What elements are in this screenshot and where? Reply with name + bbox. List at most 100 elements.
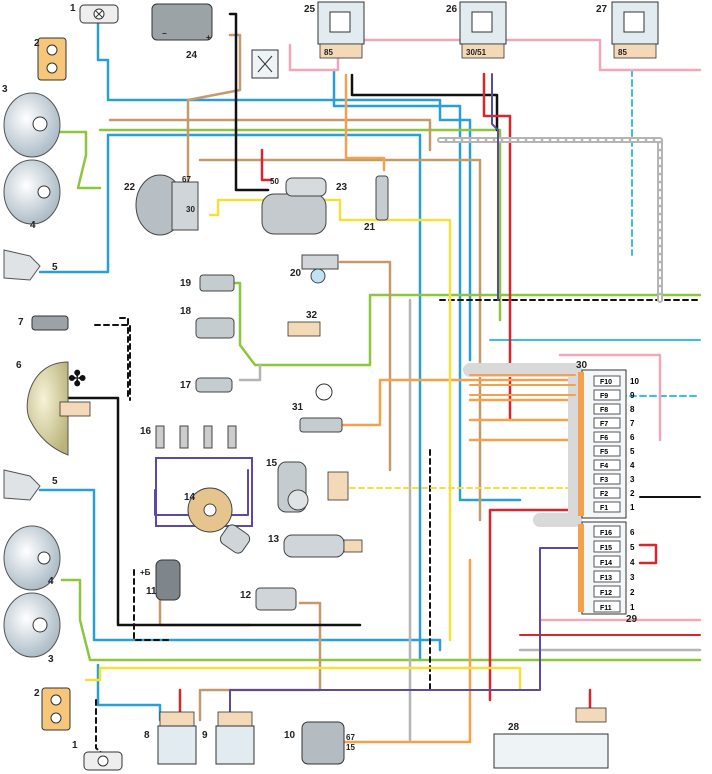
- fuse: [593, 375, 621, 387]
- fuse: [593, 431, 621, 443]
- relay-8: 8: [144, 711, 197, 765]
- turn-signal-2: 2: [34, 37, 67, 81]
- sensor-17: 17: [180, 377, 233, 393]
- distributor-14: 14: [155, 457, 253, 554]
- wire-brown: [198, 601, 322, 722]
- relay-25: 25 85: [304, 1, 365, 59]
- label-15: 15: [266, 458, 278, 469]
- wire-orange: [468, 398, 582, 442]
- fuse-pin-label: 4: [630, 461, 635, 470]
- terminal-plus-b: +Б: [140, 568, 151, 577]
- label-5b: 5: [52, 476, 58, 487]
- fuse: [593, 417, 621, 429]
- washer-motor-13: 13: [268, 534, 363, 558]
- wire-red: [638, 543, 658, 565]
- fuse-label: F6: [600, 435, 608, 442]
- sensor-19: 19: [180, 274, 235, 292]
- fuse-pin-label: 1: [630, 503, 635, 512]
- spark-plugs-16: 16: [140, 425, 237, 449]
- fuse-label: F15: [600, 545, 612, 552]
- relay-26: 26 30/51: [446, 1, 507, 59]
- label-24: 24: [186, 50, 198, 61]
- label-2b: 2: [34, 688, 40, 699]
- relay27-pins: 85: [618, 48, 627, 57]
- fuse-label: F4: [600, 463, 608, 470]
- sensor-18: 18: [180, 306, 235, 339]
- label-13: 13: [268, 534, 280, 545]
- fuse: [593, 487, 621, 499]
- label-2: 2: [34, 38, 40, 49]
- fuse-label: F9: [600, 393, 608, 400]
- relay26-pins: 30/51: [466, 48, 487, 57]
- wire-brown: [338, 260, 392, 472]
- fuse: [593, 501, 621, 513]
- sensor-7: 7: [18, 315, 69, 331]
- terminal-15: 15: [346, 743, 355, 752]
- label-23: 23: [336, 182, 348, 193]
- relay-9: 9: [202, 711, 255, 765]
- label-25: 25: [304, 4, 316, 15]
- fuse-pin-label: 6: [630, 433, 635, 442]
- headlight-4: 4: [3, 159, 61, 231]
- label-14: 14: [184, 492, 196, 503]
- fuse-pin-label: 7: [630, 419, 635, 428]
- fuse: [593, 600, 621, 613]
- wire-blue: [38, 133, 422, 662]
- fuse-label: F7: [600, 421, 608, 428]
- fuse-pin-label: 8: [630, 405, 635, 414]
- fuse-pin-label: 10: [630, 377, 639, 386]
- side-marker-lamp-1: 1: [70, 3, 119, 24]
- fuse-pin-label: 5: [630, 543, 635, 552]
- fuse-pin-label: 6: [630, 528, 635, 537]
- fuse-label: F1: [600, 505, 608, 512]
- label-7: 7: [18, 317, 24, 328]
- fuse-label: F3: [600, 477, 608, 484]
- label-12: 12: [240, 590, 252, 601]
- fuse-pin-label: 2: [630, 489, 635, 498]
- fuse-label: F8: [600, 407, 608, 414]
- sensor-12: 12: [240, 587, 297, 611]
- fuse-label: F13: [600, 575, 612, 582]
- label-27: 27: [596, 4, 608, 15]
- label-18: 18: [180, 306, 192, 317]
- wire-green: [98, 128, 502, 322]
- fuse-pin-label: 3: [630, 573, 635, 582]
- label-5: 5: [52, 262, 58, 273]
- label-30: 30: [576, 360, 588, 371]
- wiper-motor-15: 15: [266, 458, 349, 513]
- label-3b: 3: [48, 654, 54, 665]
- fuse-label: F10: [600, 379, 612, 386]
- label-21: 21: [364, 222, 376, 233]
- fuse-label: F2: [600, 491, 608, 498]
- relay-27: 27 85: [596, 1, 659, 59]
- wire-gray: [238, 298, 412, 742]
- wire-red: [482, 72, 512, 422]
- terminal-67: 67: [182, 175, 191, 184]
- switch-31: 31: [292, 383, 343, 433]
- fuse-label: F11: [600, 605, 612, 612]
- horn-5-lower: 5: [3, 469, 58, 501]
- terminal-plus: +: [206, 33, 211, 42]
- label-32: 32: [306, 310, 318, 321]
- fuse-label: F5: [600, 449, 608, 456]
- fuse-pin-label: 3: [630, 475, 635, 484]
- wire-orange: [338, 558, 472, 744]
- wire-red: [260, 148, 274, 182]
- headlight-4-lower: 4: [3, 525, 61, 591]
- terminal-30: 30: [186, 205, 195, 214]
- label-1: 1: [70, 3, 76, 14]
- fuse-pin-label: 4: [630, 558, 635, 567]
- wire-black: [133, 569, 171, 641]
- cooling-fan-6: ✤ 6: [16, 360, 91, 456]
- voltage-regulator-24: − + 24: [151, 3, 213, 61]
- side-marker-lamp-1-lower: 1: [72, 740, 123, 771]
- wire-orange: [340, 378, 582, 427]
- fuse-pin-label: 9: [630, 391, 635, 400]
- starter-23: 23 50: [261, 177, 348, 235]
- ignition-coil-11: 11 +Б: [140, 559, 181, 601]
- wire-pink: [558, 353, 662, 442]
- fuse: [593, 570, 621, 583]
